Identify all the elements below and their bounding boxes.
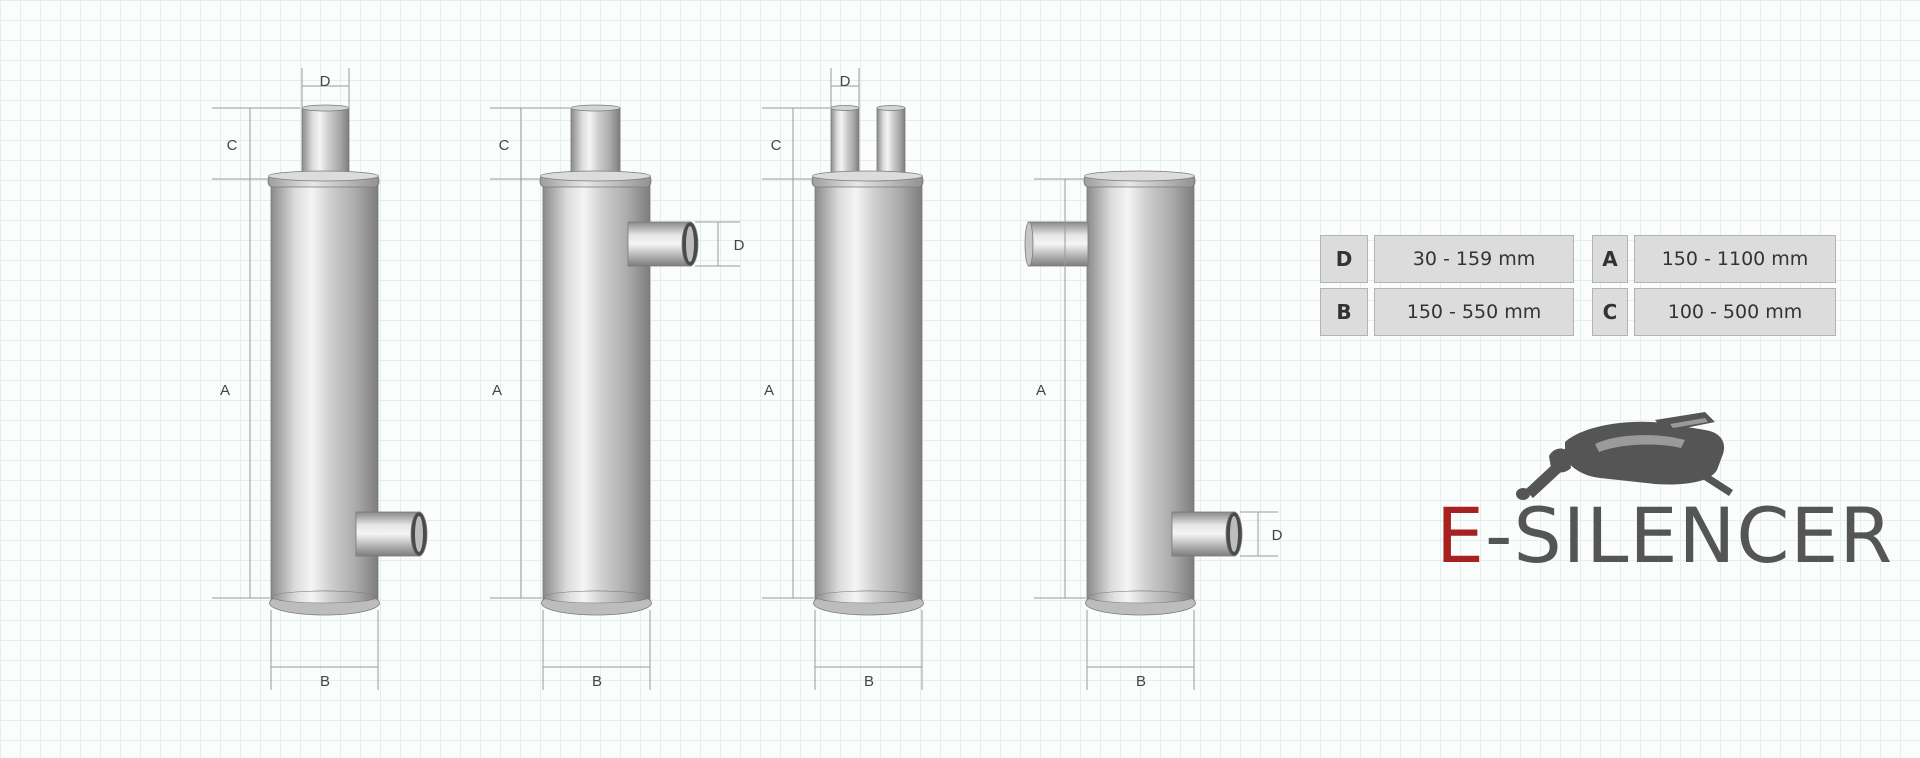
spec-value-a: 150 - 1100 mm xyxy=(1634,235,1836,283)
muffler-icon xyxy=(1516,412,1733,500)
dim-label-a: A xyxy=(1036,382,1046,399)
top-cap-rim xyxy=(812,170,923,182)
dimension-lines xyxy=(762,68,923,690)
dimension-lines xyxy=(490,107,740,690)
silencer-1: D C A B xyxy=(212,68,428,690)
dim-label-d: D xyxy=(840,73,851,90)
spec-value-d: 30 - 159 mm xyxy=(1374,235,1574,283)
bottom-cap-inner xyxy=(1087,590,1194,604)
side-pipe-left xyxy=(1027,221,1089,267)
top-pipe xyxy=(301,107,350,179)
bottom-cap-inner xyxy=(543,590,650,604)
silencer-2: C A D B xyxy=(490,104,745,690)
spec-value-c: 100 - 500 mm xyxy=(1634,288,1836,336)
top-pipe-right xyxy=(876,107,906,179)
dim-label-d: D xyxy=(734,237,745,254)
side-pipe-right xyxy=(1171,511,1236,557)
brand-first-letter: E xyxy=(1436,491,1486,580)
top-pipe-left xyxy=(830,107,860,179)
dim-label-c: C xyxy=(499,137,510,154)
dimension-lines xyxy=(212,68,379,690)
dim-label-c: C xyxy=(227,137,238,154)
dimension-lines xyxy=(1034,178,1278,690)
spec-key-a: A xyxy=(1592,235,1628,283)
dim-label-b: B xyxy=(1136,673,1146,690)
spec-table: D 30 - 159 mm A 150 - 1100 mm B 150 - 55… xyxy=(1320,235,1836,336)
top-pipe xyxy=(570,107,621,179)
dim-label-d: D xyxy=(1272,527,1283,544)
top-pipe-rim xyxy=(570,104,621,112)
body xyxy=(814,182,923,602)
dim-label-c: C xyxy=(771,137,782,154)
silencer-3: D C A B xyxy=(762,68,924,690)
silencer-4: A D B xyxy=(1024,170,1283,690)
brand-rest: -SILENCER xyxy=(1485,491,1894,580)
bottom-cap-inner xyxy=(271,590,378,604)
top-cap-rim xyxy=(268,170,379,182)
dim-label-a: A xyxy=(220,382,230,399)
bottom-cap-inner xyxy=(815,590,922,604)
dim-label-a: A xyxy=(764,382,774,399)
dim-label-b: B xyxy=(320,673,330,690)
top-pipe-rim xyxy=(301,104,350,112)
top-cap-rim xyxy=(1084,170,1195,182)
top-cap-rim xyxy=(540,170,651,182)
spec-value-b: 150 - 550 mm xyxy=(1374,288,1574,336)
side-pipe xyxy=(627,221,692,267)
side-pipe xyxy=(355,511,421,557)
dim-label-b: B xyxy=(864,673,874,690)
spec-key-d: D xyxy=(1320,235,1368,283)
dim-label-a: A xyxy=(492,382,502,399)
dim-label-b: B xyxy=(592,673,602,690)
dim-label-d: D xyxy=(320,73,331,90)
spec-key-b: B xyxy=(1320,288,1368,336)
brand-wordmark: E-SILENCER xyxy=(1436,498,1893,574)
spec-key-c: C xyxy=(1592,288,1628,336)
